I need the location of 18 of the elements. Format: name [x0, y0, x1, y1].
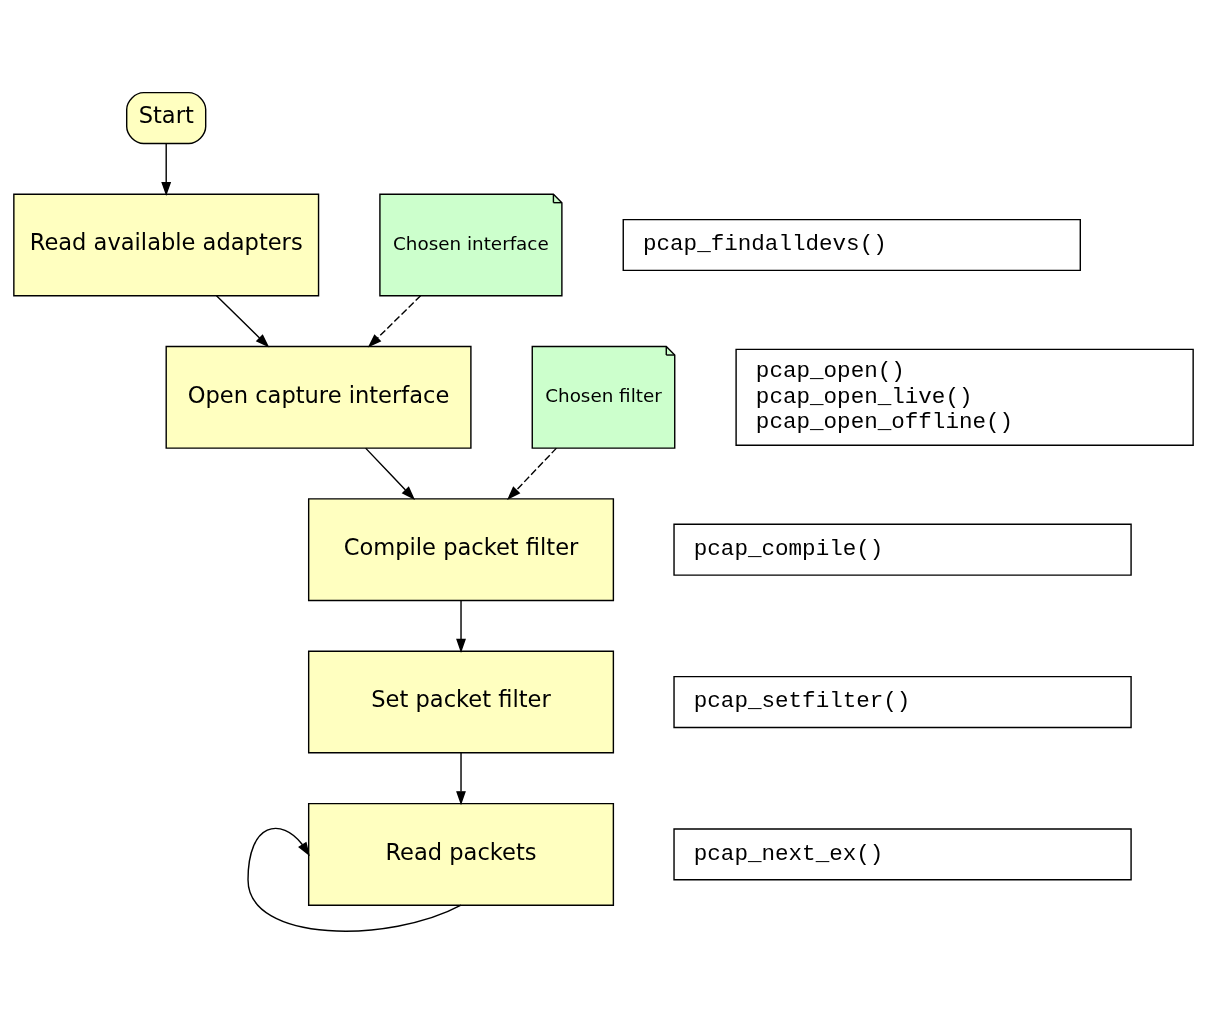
node-box: pcap_setfilter() [673, 675, 1132, 729]
node-box: pcap_findalldevs() [622, 218, 1081, 272]
node-box: pcap_open() pcap_open_live() pcap_open_offline() [735, 348, 1194, 446]
arrow [364, 447, 415, 500]
node-box: Compile packet filter [307, 498, 615, 602]
node-box: Set packet filter [307, 650, 615, 754]
arrow [367, 295, 422, 348]
arrow [161, 143, 172, 197]
node-box: pcap_compile() [673, 523, 1132, 576]
arrow [456, 752, 466, 806]
node-box: pcap_next_ex() [673, 828, 1132, 881]
arrow [456, 599, 466, 653]
node-box: Start [126, 91, 207, 145]
node-box: Read packets [307, 802, 615, 906]
arrow [215, 295, 270, 348]
arrow [507, 447, 558, 500]
node-box: Open capture interface [165, 345, 472, 449]
node-box: Read available adapters [13, 193, 320, 297]
